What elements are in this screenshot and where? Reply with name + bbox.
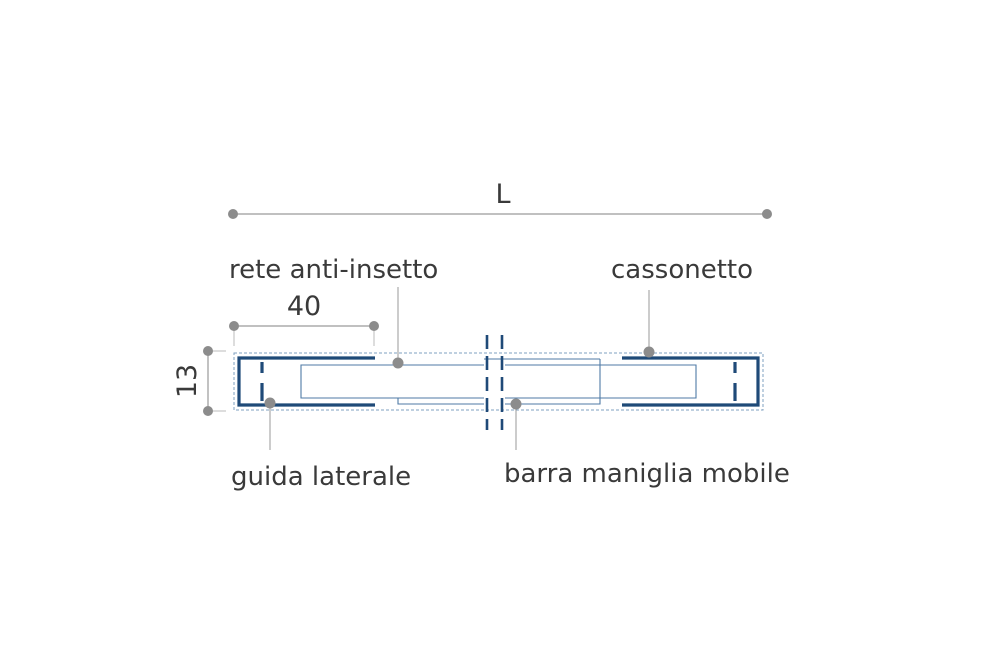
handle-bar-left (397, 398, 484, 405)
side-width-end-dot (369, 321, 379, 331)
leader-net (392, 287, 404, 369)
height-end-dot (203, 406, 213, 416)
label-handle-bar: barra maniglia mobile (504, 459, 790, 489)
side-width-dimension: 40 (229, 291, 379, 346)
box-right (622, 356, 760, 407)
height-start-dot (203, 346, 213, 356)
label-side-guide: guida laterale (231, 462, 411, 492)
side-width-start-dot (229, 321, 239, 331)
length-dimension-end-dot (762, 209, 772, 219)
length-dimension-label: L (495, 179, 510, 210)
height-label: 13 (172, 364, 203, 398)
length-dimension: L (228, 179, 772, 219)
frame-profiles (237, 356, 760, 407)
side-guide-left (237, 356, 375, 407)
net-profile-left (300, 364, 484, 399)
height-dimension: 13 (172, 346, 226, 416)
leader-net-dot (392, 357, 404, 369)
outer-dashed-outline (233, 352, 764, 411)
leader-side-guide-dot (264, 397, 276, 409)
break-marks (485, 335, 504, 430)
length-dimension-start-dot (228, 209, 238, 219)
leader-handle-bar-dot (510, 398, 522, 410)
label-net: rete anti-insetto (229, 255, 438, 285)
leader-box-dot (643, 346, 655, 358)
leader-box (643, 290, 655, 358)
leader-side-guide (264, 397, 276, 450)
handle-bar-right (505, 359, 601, 405)
inner-profiles (300, 358, 697, 405)
side-width-label: 40 (287, 291, 321, 322)
leader-handle-bar (510, 398, 522, 450)
label-box: cassonetto (611, 255, 753, 285)
